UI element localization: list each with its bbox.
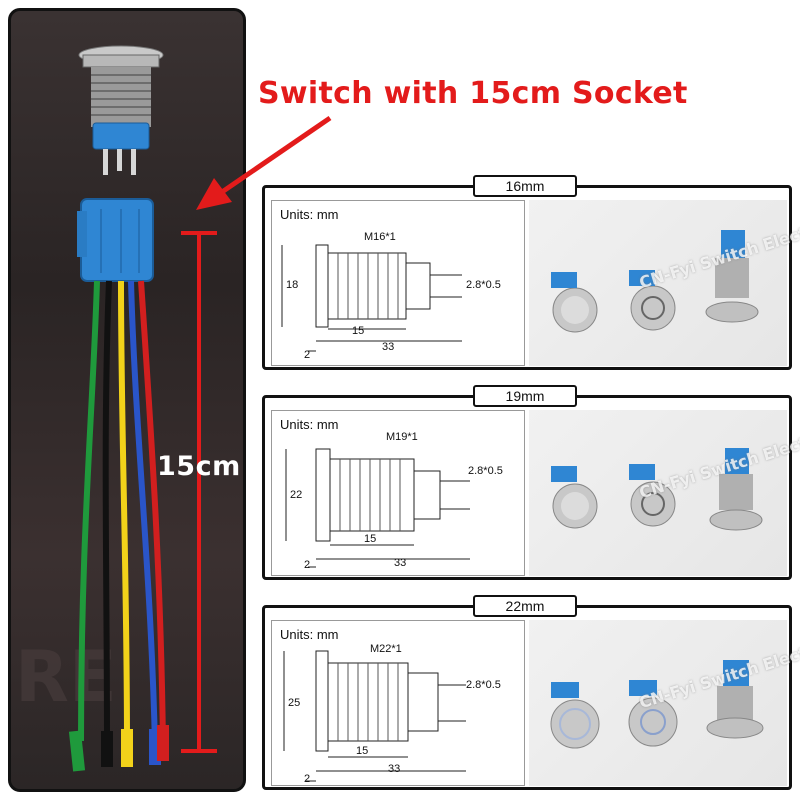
diameter-label: 22 bbox=[290, 489, 303, 501]
spec-size-tab: 16mm bbox=[473, 175, 577, 197]
thread-label: M19*1 bbox=[386, 431, 418, 443]
thread-length-label: 15 bbox=[356, 745, 369, 757]
thread-label: M16*1 bbox=[364, 231, 396, 243]
cable-length-label: 15cm bbox=[157, 451, 241, 482]
dimension-drawing: Units: mm M16*1 18 2.8*0.5 15 33 2 bbox=[271, 200, 525, 366]
thread-length-label: 15 bbox=[364, 533, 377, 545]
thread-length-label: 15 bbox=[352, 325, 365, 337]
switch-with-socket-illustration: RE bbox=[15, 45, 217, 772]
dimension-drawing: Units: mm M22*1 25 2.8*0.5 15 33 2 bbox=[271, 620, 525, 786]
switch-photos: CN-Fyi Switch Electrical Store bbox=[529, 406, 800, 576]
total-length-label: 33 bbox=[394, 557, 407, 569]
spec-panel-22mm: 22mm Units: mm M22*1 25 bbox=[262, 595, 800, 790]
svg-text:RE: RE bbox=[15, 636, 117, 718]
units-label: Units: mm bbox=[280, 417, 339, 432]
terminal-label: 2.8*0.5 bbox=[466, 279, 501, 291]
flange-label: 2 bbox=[304, 349, 311, 361]
switch-photos: CN-Fyi Switch Electrical Store bbox=[529, 616, 800, 786]
thread-label: M22*1 bbox=[370, 643, 402, 655]
page-title: Switch with 15cm Socket bbox=[258, 76, 688, 111]
switch-outline-drawing bbox=[281, 244, 462, 352]
terminal-label: 2.8*0.5 bbox=[466, 679, 501, 691]
product-photo-panel: RE 15cm bbox=[8, 8, 246, 792]
switch-product-photos bbox=[550, 660, 764, 749]
switch-outline-drawing bbox=[283, 650, 466, 782]
spec-size-tab: 22mm bbox=[473, 595, 577, 617]
spec-panel-16mm: 16mm Units: mm M16*1 18 bbox=[262, 175, 800, 370]
switch-product-photos bbox=[551, 230, 759, 333]
spec-size-tab: 19mm bbox=[473, 385, 577, 407]
diameter-label: 25 bbox=[288, 697, 301, 709]
terminal-label: 2.8*0.5 bbox=[468, 465, 503, 477]
spec-panel-19mm: 19mm Units: mm M19*1 22 bbox=[262, 385, 800, 580]
diameter-label: 18 bbox=[286, 279, 299, 291]
units-label: Units: mm bbox=[280, 207, 339, 222]
total-length-label: 33 bbox=[388, 763, 401, 775]
dimension-drawing: Units: mm M19*1 22 2.8*0.5 15 33 2 bbox=[271, 410, 525, 576]
flange-label: 2 bbox=[304, 773, 311, 785]
flange-label: 2 bbox=[304, 559, 311, 571]
units-label: Units: mm bbox=[280, 627, 339, 642]
switch-product-photos bbox=[551, 448, 763, 531]
switch-outline-drawing bbox=[285, 448, 470, 568]
total-length-label: 33 bbox=[382, 341, 395, 353]
switch-photos: CN-Fyi Switch Electrical Store bbox=[529, 196, 800, 366]
